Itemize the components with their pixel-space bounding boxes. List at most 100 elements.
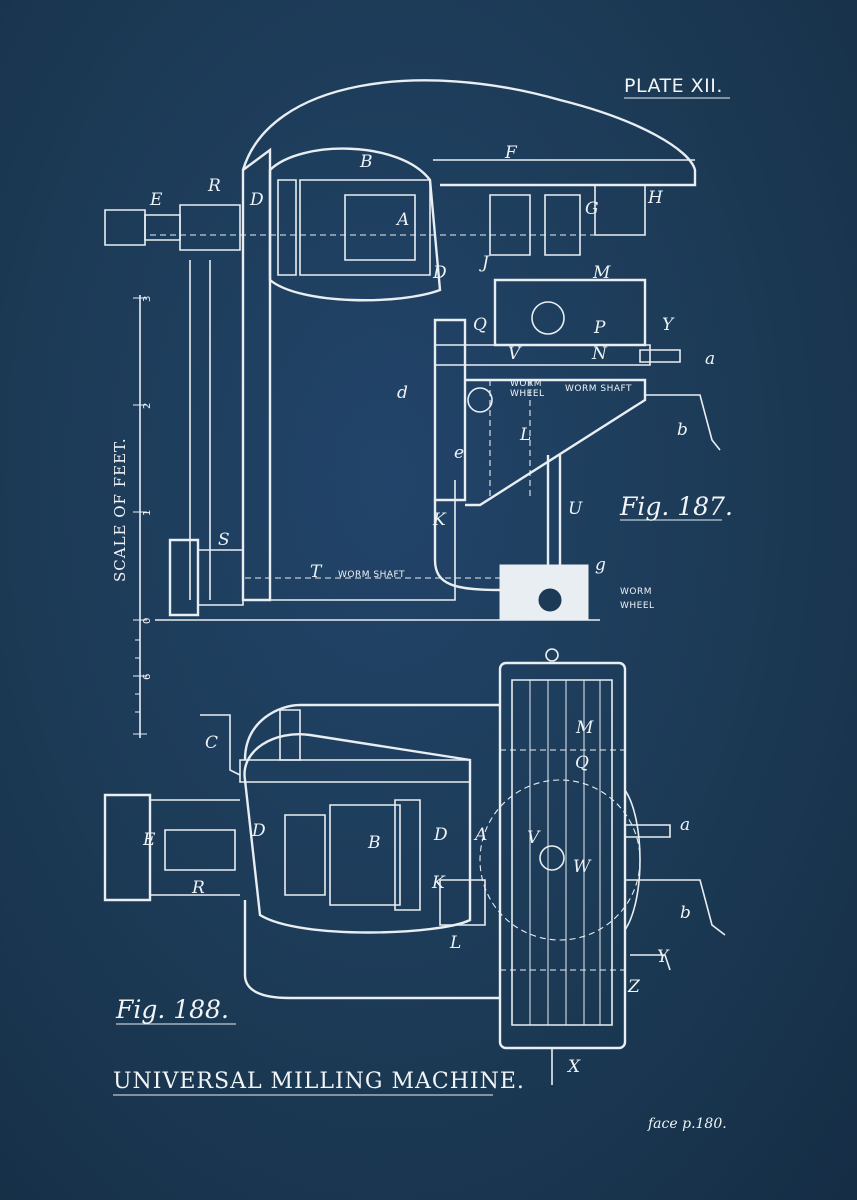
spindle-nose xyxy=(105,210,145,245)
spindle-gear-a xyxy=(345,195,415,260)
crank-b-plan xyxy=(625,880,725,935)
belt xyxy=(190,260,210,600)
label-b2: b xyxy=(680,903,691,923)
label-D4: D xyxy=(433,825,448,845)
gear-teeth-plan xyxy=(395,800,420,910)
callout-worm-wheel-lower-2: WHEEL xyxy=(620,601,655,611)
label-a2: a xyxy=(680,815,690,835)
label-P: P xyxy=(593,318,606,338)
lever-y-plan xyxy=(630,955,670,970)
label-Z: Z xyxy=(627,977,641,997)
label-U: U xyxy=(568,499,583,519)
spindle-rails xyxy=(150,800,240,895)
label-D: D xyxy=(249,190,264,210)
callout-worm-wheel-upper-2: WHEEL xyxy=(510,389,545,399)
label-H: H xyxy=(647,188,664,208)
gear-b-plan xyxy=(330,805,400,905)
plate-title: UNIVERSAL MILLING MACHINE. xyxy=(113,1069,525,1094)
fig-188-drawing xyxy=(105,649,725,1085)
fig-188-caption: Fig. 188. xyxy=(115,995,229,1024)
gear-teeth xyxy=(278,180,296,275)
swivel-arc xyxy=(625,790,640,930)
label-M2: M xyxy=(575,718,594,738)
label-L2: L xyxy=(449,933,461,953)
label-D3: D xyxy=(251,821,266,841)
center-v xyxy=(540,846,564,870)
hidden-saddle xyxy=(500,750,625,970)
label-B2: B xyxy=(367,833,381,853)
table-end-nut xyxy=(546,649,558,661)
fig-187-labels: B F E R D A G H D J M Q P Y V N a d L b … xyxy=(149,143,733,611)
feed-shaft-a xyxy=(640,350,680,362)
cone-plan xyxy=(165,830,235,870)
label-X: X xyxy=(566,1057,581,1077)
head-housing-plan xyxy=(245,734,470,932)
spindle-head xyxy=(270,149,440,301)
label-Y: Y xyxy=(662,315,675,335)
table-screw-v xyxy=(532,302,564,334)
label-e: e xyxy=(454,443,464,463)
table-m xyxy=(495,280,645,345)
scale-tick-label: 3 xyxy=(142,296,153,302)
clutch-plan xyxy=(285,815,325,895)
callout-worm-wheel-lower-1: WORM xyxy=(620,587,652,597)
gear-g1 xyxy=(490,195,530,255)
spindle-collar xyxy=(145,215,180,240)
overarm-clamp xyxy=(280,710,300,760)
face-page-note: face p.180. xyxy=(647,1116,727,1132)
plate-number: PLATE XII. xyxy=(624,75,723,97)
arbor-support xyxy=(595,185,645,235)
pulley-s-hub xyxy=(198,550,243,605)
lever-c xyxy=(200,715,240,775)
crank-b xyxy=(645,395,720,450)
label-K2: K xyxy=(431,873,446,893)
label-L: L xyxy=(519,425,531,445)
callout-worm-shaft-upper: WORM SHAFT xyxy=(565,384,632,394)
fig-187-drawing xyxy=(105,80,720,620)
frame-column xyxy=(243,150,270,600)
label-K: K xyxy=(432,510,447,530)
label-R: R xyxy=(207,176,221,196)
gear-g2 xyxy=(545,195,580,255)
table-inner xyxy=(512,680,612,1025)
label-D2: D xyxy=(432,263,447,283)
bracket-k xyxy=(435,500,580,590)
callout-worm-wheel-upper-1: WORM xyxy=(510,379,542,389)
feed-a-plan xyxy=(625,825,670,837)
label-G: G xyxy=(585,199,599,219)
shaft-u xyxy=(548,455,560,575)
label-Q2: Q xyxy=(575,753,589,773)
label-B: B xyxy=(359,152,373,172)
label-N: N xyxy=(591,344,608,364)
label-E: E xyxy=(149,190,163,210)
column-face xyxy=(435,320,465,500)
scale-of-feet: 3 2 1 0 6 SCALE OF FEET. xyxy=(111,295,153,738)
table-slots xyxy=(530,680,600,1025)
label-Y2: Y xyxy=(657,947,670,967)
label-S: S xyxy=(218,530,230,550)
label-A2: A xyxy=(473,825,487,845)
spindle-end-plan xyxy=(105,795,150,900)
pulley-s xyxy=(170,540,198,615)
spindle-cage xyxy=(300,180,430,275)
cone-pulley xyxy=(180,205,240,250)
label-M: M xyxy=(592,263,611,283)
fig-188-labels: C M Q a E D B D A V W R K b L Y Z X Fig.… xyxy=(115,718,691,1077)
label-R2: R xyxy=(191,878,205,898)
label-b: b xyxy=(677,420,688,440)
scale-tick-label: 2 xyxy=(142,403,153,409)
scale-label: SCALE OF FEET. xyxy=(111,437,129,582)
worm-wheel-hub xyxy=(539,589,561,611)
label-A: A xyxy=(395,210,409,230)
label-d: d xyxy=(397,383,408,403)
label-W: W xyxy=(573,857,592,877)
label-C: C xyxy=(205,733,218,753)
label-T: T xyxy=(310,562,323,582)
scale-tick-label: 6 xyxy=(142,674,153,680)
label-F: F xyxy=(504,143,518,163)
overarm xyxy=(243,80,695,185)
bracket-k-plan xyxy=(440,880,485,925)
label-a: a xyxy=(705,349,715,369)
